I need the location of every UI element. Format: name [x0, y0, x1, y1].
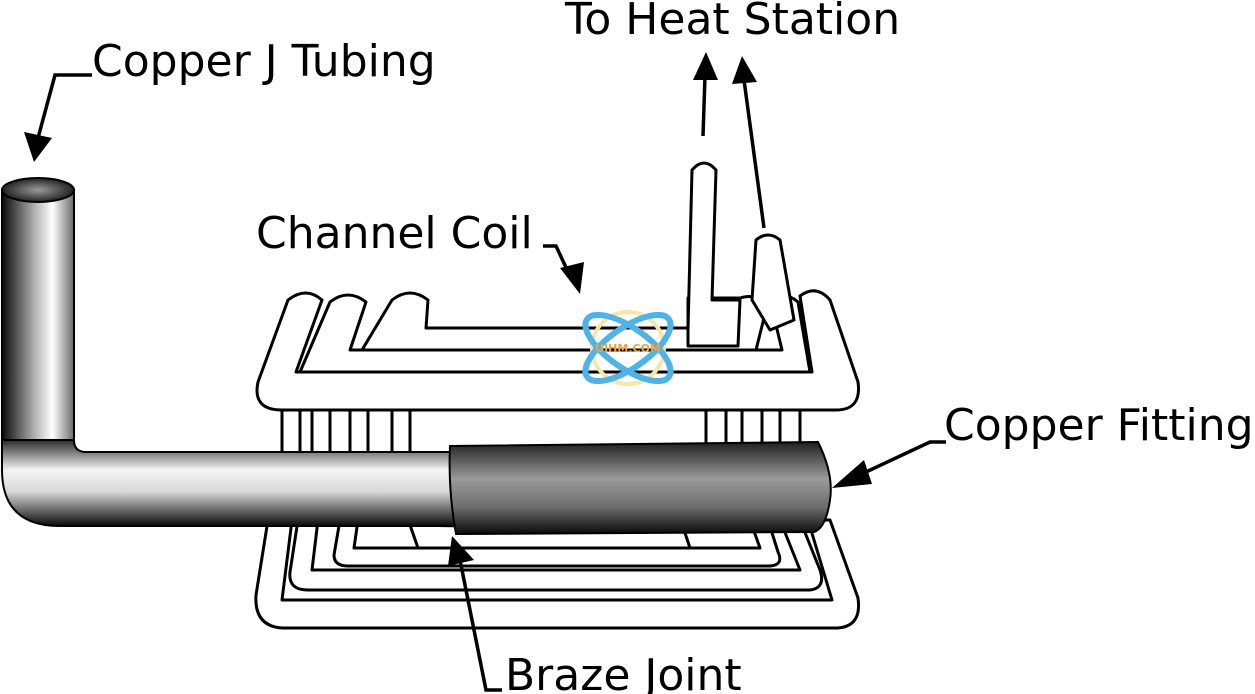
arrowhead-icon — [693, 52, 718, 80]
leader-heat-station-right — [742, 79, 766, 229]
coil-lead-left — [686, 161, 742, 348]
logo-ring — [582, 311, 674, 385]
logo-text: UIHM.COM — [595, 342, 661, 355]
arrowhead-icon — [560, 262, 584, 294]
leader-channel-coil — [543, 244, 572, 277]
callouts — [24, 52, 946, 692]
arrowhead-icon — [24, 132, 52, 162]
copper-j-tubing — [1, 177, 461, 527]
tubing-vertical — [1, 189, 75, 451]
uihm-logo: UIHM.COM — [582, 310, 674, 386]
arrowhead-icon — [732, 56, 757, 84]
label-copper-fitting: Copper Fitting — [944, 400, 1254, 451]
leader-copper-j-tubing — [36, 73, 92, 139]
arrowhead-icon — [448, 536, 474, 566]
tubing-open-end — [1, 177, 75, 203]
logo-ring — [582, 311, 674, 385]
tubing-elbow — [1, 439, 461, 527]
leader-copper-fitting — [865, 440, 946, 474]
leader-heat-station-left — [701, 75, 707, 137]
leader-braze-joint — [458, 559, 502, 692]
fitting-body — [448, 440, 832, 536]
coil-upper-loop — [255, 289, 861, 412]
coil-lead-right — [750, 233, 796, 332]
logo-halo — [590, 310, 666, 386]
label-channel-coil: Channel Coil — [256, 208, 533, 259]
arrowhead-icon — [832, 460, 872, 488]
copper-fitting — [448, 440, 832, 536]
label-to-heat-station: To Heat Station — [564, 0, 900, 45]
label-braze-joint: Braze Joint — [505, 650, 742, 694]
label-copper-j-tubing: Copper J Tubing — [92, 36, 436, 87]
